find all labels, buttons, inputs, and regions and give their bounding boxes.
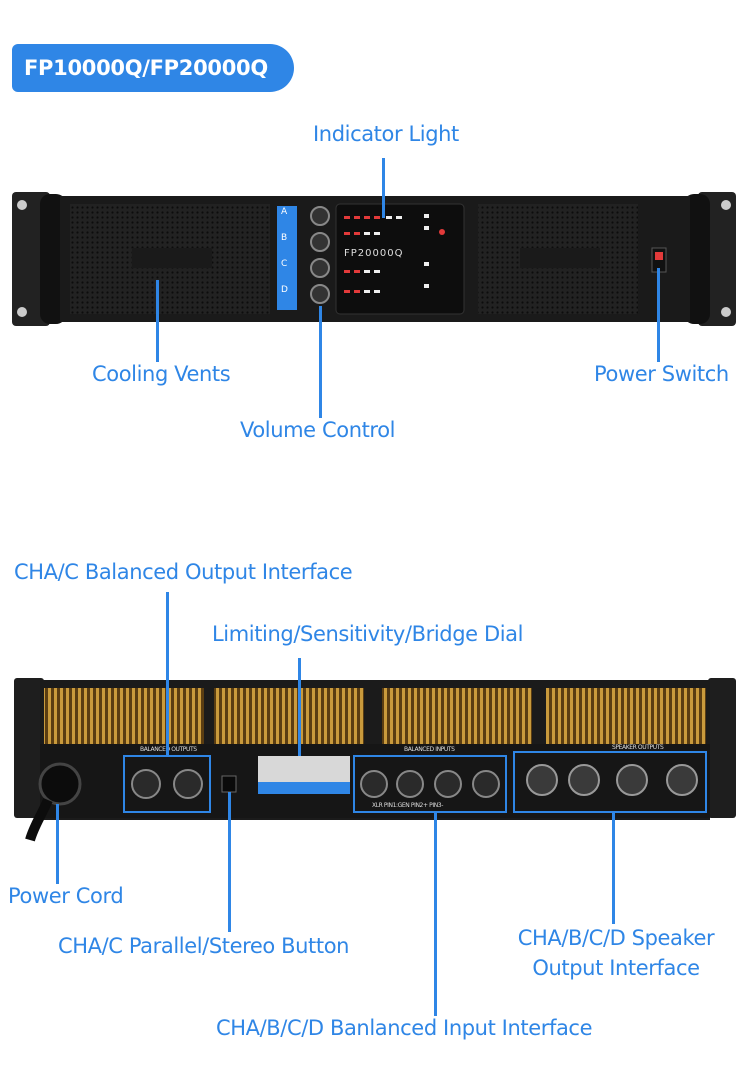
channel-d-label: D	[281, 285, 288, 295]
parallel-button-line	[228, 792, 231, 932]
speaker-output-label-2: Output Interface	[532, 956, 700, 980]
speaker-outputs-panel-text: SPEAKER OUTPUTS	[612, 744, 664, 751]
channel-c-label: C	[281, 259, 287, 269]
volume-control-line	[319, 306, 322, 418]
cooling-vents-label: Cooling Vents	[92, 362, 231, 386]
speaker-output-line	[612, 812, 615, 924]
channel-b-label: B	[281, 233, 287, 243]
power-cord-line	[56, 804, 59, 884]
channel-a-label: A	[281, 207, 287, 217]
cooling-vents-line	[156, 280, 159, 362]
volume-control-label: Volume Control	[240, 418, 396, 442]
model-text: FP20000Q	[344, 248, 404, 259]
balanced-inputs-panel-text: BALANCED INPUTS	[404, 746, 455, 753]
parallel-button-label: CHA/C Parallel/Stereo Button	[58, 934, 350, 958]
power-switch-label: Power Switch	[594, 362, 729, 386]
limiting-dial-line	[298, 658, 301, 756]
limiting-dial-label: Limiting/Sensitivity/Bridge Dial	[212, 622, 524, 646]
power-cord-label: Power Cord	[8, 884, 124, 908]
indicator-light-label: Indicator Light	[313, 122, 459, 146]
indicator-light-line	[382, 158, 385, 218]
balanced-input-line	[434, 812, 437, 1016]
xlr-note-text: XLR PIN1:GEN PIN2+ PIN3-	[372, 802, 443, 809]
model-badge: FP10000Q/FP20000Q	[12, 44, 294, 92]
balanced-input-label: CHA/B/C/D Banlanced Input Interface	[216, 1016, 593, 1040]
balanced-output-line	[166, 592, 169, 756]
speaker-output-label-1: CHA/B/C/D Speaker	[517, 926, 715, 950]
power-switch-line	[657, 268, 660, 362]
balanced-output-label: CHA/C Balanced Output Interface	[14, 560, 353, 584]
